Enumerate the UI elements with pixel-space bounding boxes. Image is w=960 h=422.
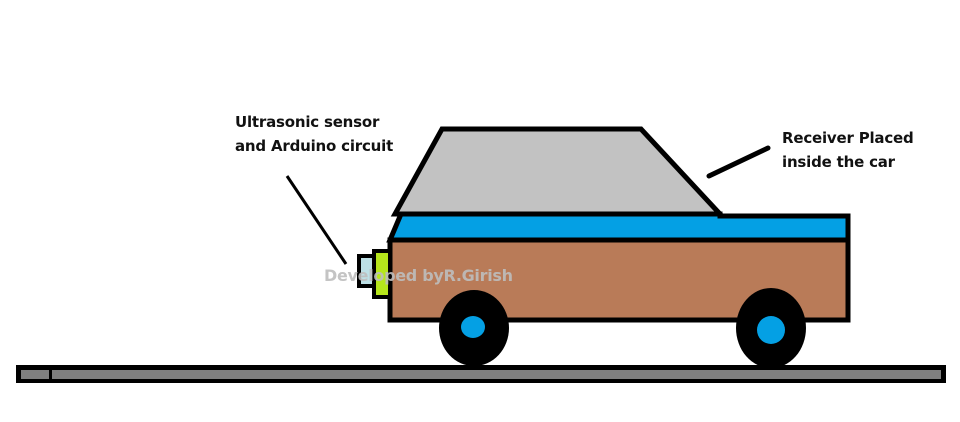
- road-mark: [49, 369, 52, 379]
- sensor-pointer-line: [285, 175, 348, 265]
- receiver-label-line-1: Receiver Placed: [782, 129, 914, 147]
- watermark-text: Developed byR.Girish: [324, 266, 513, 285]
- front-wheel: [439, 290, 509, 366]
- receiver-pointer-line: [706, 145, 771, 179]
- rear-wheel: [736, 288, 806, 368]
- road: [16, 365, 946, 383]
- sensor-label-line-2: and Arduino circuit: [235, 137, 394, 155]
- car-stripe: [386, 211, 851, 244]
- receiver-label: Receiver Placed inside the car: [782, 126, 914, 174]
- sensor-label: Ultrasonic sensor and Arduino circuit: [235, 110, 393, 158]
- arduino-board: [372, 249, 392, 299]
- rear-hubcap: [757, 316, 785, 344]
- sensor-label-line-1: Ultrasonic sensor: [235, 113, 380, 131]
- receiver-label-line-2: inside the car: [782, 153, 895, 171]
- front-hubcap: [461, 316, 485, 338]
- car-roof: [390, 126, 726, 217]
- road-surface: [21, 370, 941, 379]
